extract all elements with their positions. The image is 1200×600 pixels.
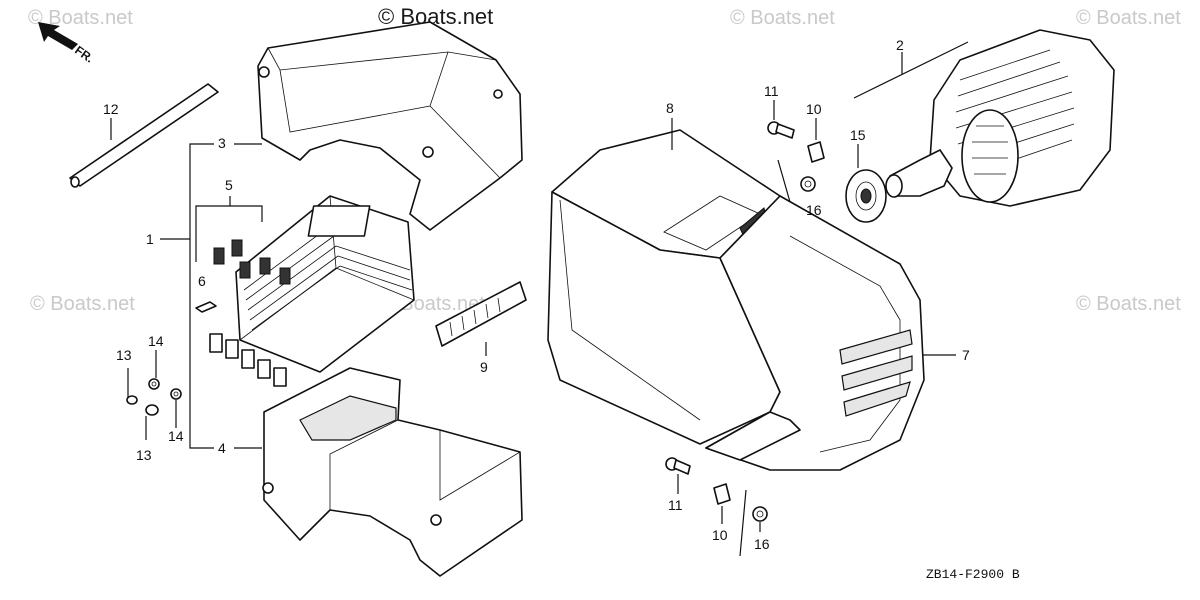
part-1-coil-assembly <box>235 195 415 373</box>
callout-13-lower: 13 <box>136 447 152 463</box>
part-16-nut-lower <box>752 506 768 522</box>
part-2-rotor <box>885 29 1115 207</box>
part-16-nut-upper <box>800 176 816 192</box>
part-10-clip-upper <box>807 141 825 163</box>
watermark-top-left: © Boats.net <box>28 7 133 29</box>
part-12-rod <box>69 83 219 188</box>
part-14-washer-upper <box>148 378 160 390</box>
part-14-washer-lower <box>170 388 182 400</box>
callout-7: 7 <box>962 347 970 363</box>
part-13-screw-upper <box>126 368 138 405</box>
callout-9: 9 <box>480 359 488 375</box>
watermark-mid-right: © Boats.net <box>1076 293 1181 315</box>
callout-13-upper: 13 <box>116 347 132 363</box>
part-9-grille <box>435 281 527 347</box>
part-7-frame-body <box>547 191 925 471</box>
front-direction-label: FR. <box>72 43 96 66</box>
callout-10-lower: 10 <box>712 527 728 543</box>
callout-14-lower: 14 <box>168 428 184 444</box>
callout-11-lower: 11 <box>668 497 683 513</box>
watermark-top-right: © Boats.net <box>1076 7 1181 29</box>
watermark-mid-left: © Boats.net <box>30 293 135 315</box>
callout-12: 12 <box>103 101 119 117</box>
part-6-small-plate <box>195 301 217 313</box>
callout-6: 6 <box>198 273 206 289</box>
part-5-terminals <box>209 239 291 387</box>
callout-10-upper: 10 <box>806 101 822 117</box>
part-3-upper-cover <box>257 21 523 231</box>
callout-16-lower: 16 <box>754 536 770 552</box>
callout-5: 5 <box>225 177 233 193</box>
part-4-lower-cover <box>262 367 523 577</box>
callout-8: 8 <box>666 100 674 116</box>
callout-4: 4 <box>218 440 226 456</box>
callout-1: 1 <box>146 231 154 247</box>
part-11-bolt-lower <box>665 457 691 475</box>
part-10-clip-lower <box>713 483 731 505</box>
callout-14-upper: 14 <box>148 333 164 349</box>
part-11-bolt-upper <box>767 121 795 139</box>
callout-15: 15 <box>850 127 866 143</box>
part-15-bearing <box>845 169 887 223</box>
watermark-top-center-right: © Boats.net <box>730 7 835 29</box>
callout-3: 3 <box>218 135 226 151</box>
callout-2: 2 <box>896 37 904 53</box>
callout-16-upper: 16 <box>806 202 822 218</box>
part-13-screw-lower <box>145 404 159 440</box>
diagram-code: ZB14-F2900 B <box>926 567 1020 582</box>
callout-11-upper: 11 <box>764 83 779 99</box>
